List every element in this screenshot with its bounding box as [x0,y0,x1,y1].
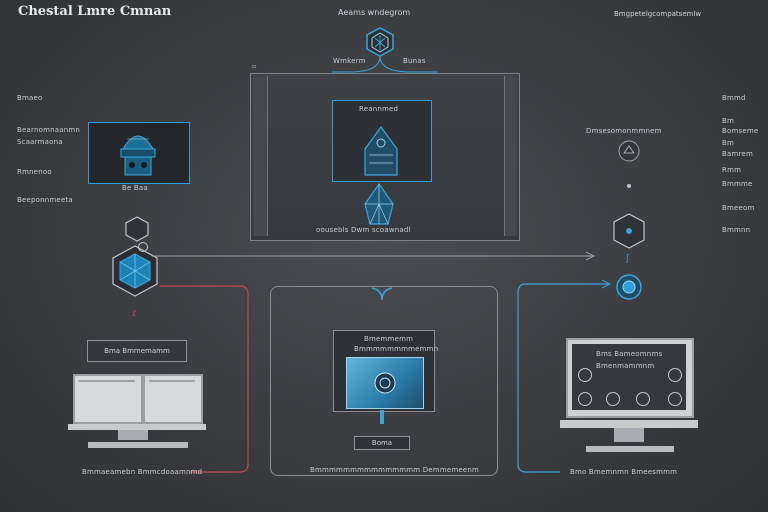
target-node-icon[interactable] [614,272,644,302]
hexagon-network-icon[interactable] [364,26,396,58]
center-card-subtitle: Bmmmmmmmmemmn [354,345,439,353]
right-heading: Bmmd [722,94,746,102]
monitor-toolbar [149,380,195,382]
left-heading: Bmaeo [17,94,43,102]
left-monitor-2 [143,374,203,424]
house-structure-icon [364,125,398,176]
left-desk [68,424,206,430]
screen-icon-4[interactable] [606,392,620,406]
center-panel [270,286,498,476]
left-line-4: Beeponnmeeta [17,196,73,204]
center-card[interactable]: Bmemmemm Bmmmmmmmmemmn [333,330,439,412]
left-line-2: Scaarmaona [17,138,63,146]
blue-marker-icon: ʃ [626,254,630,264]
right-monitor: Bms Bameomnms Bmenmammnm [566,338,694,418]
small-dot [627,184,631,188]
right-item-2: Bomseme [722,127,759,135]
left-card-label: Be Baa [122,184,148,192]
top-window [250,73,520,241]
right-item-8: Bmmnn [722,226,751,234]
center-card-image [346,357,424,409]
panel-notch-icon [371,287,393,301]
monitor-toolbar [79,380,135,382]
left-keyboard [88,442,188,448]
right-keyboard [586,446,674,452]
right-item-4: Bamrem [722,150,753,158]
right-item-7: Bmeeom [722,204,755,212]
top-window-caption: oousebls Dwm scoawnadl [316,226,411,234]
red-marker-icon: ɾ [132,308,138,319]
right-caption: Dmsesomonmmnem [586,127,662,135]
window-corner-left: ▫ [252,63,257,70]
left-monitor-base [118,430,148,440]
window-left-rail [253,76,268,236]
fingerprint-icon [374,372,396,394]
screen-icon-6[interactable] [668,392,682,406]
top-card[interactable]: Reannmed [332,100,432,182]
center-stem [380,410,384,424]
bottom-left-label-box[interactable]: Bma Bmmemamm [87,340,187,362]
bottom-connectors [160,280,612,473]
screen-icon-3[interactable] [578,392,592,406]
node-dot [138,242,148,252]
right-item-3: Bm [722,139,735,147]
header-center-label: Aeams wndegrom [338,8,411,17]
left-line-1: Bearnomnaanmn [17,126,80,134]
right-monitor-screen[interactable]: Bms Bameomnms Bmenmammnm [572,344,686,410]
dome-building-icon [120,135,156,176]
right-hexagon-icon[interactable] [612,212,646,250]
screen-icon-1[interactable] [578,368,592,382]
right-item-1: Bm [722,117,735,125]
circle-badge-icon[interactable] [616,138,642,164]
hexagon-outline-icon[interactable] [124,215,150,243]
tab-left[interactable]: Wmkerm [333,57,366,65]
page-title: Chestal Lmre Cmnan [18,4,172,19]
tab-right[interactable]: Bunas [403,57,426,65]
header-right-label: Bmgpetelgcompatsemlw [614,10,702,18]
screen-icon-2[interactable] [668,368,682,382]
right-monitor-base [614,428,644,442]
top-card-title: Reannmed [359,105,399,113]
center-caption: Bmmmmmmmmmmmmmmm Demmemeenm [310,466,480,474]
bottom-right-caption: Bmo Bmemnmn Bmeesmmm [570,468,678,476]
screen-line-1: Bms Bameomnms [596,350,663,358]
right-item-5: Rmm [722,166,742,174]
window-right-rail [504,76,517,236]
horizontal-connector [152,251,596,261]
hexagon-core-icon[interactable] [110,244,160,298]
center-card-title: Bmemmemm [364,335,414,343]
top-connector [332,56,438,73]
center-button[interactable]: Boma [354,436,410,450]
bottom-left-caption: Bmmaeamebn Bmmcdoaamnmd [82,468,203,476]
left-monitor-1 [73,374,143,424]
left-card[interactable] [88,122,190,184]
crystal-tower-icon [364,182,394,225]
left-line-3: Rmnenoo [17,168,52,176]
right-desk [560,420,698,428]
right-item-6: Bmmme [722,180,753,188]
screen-icon-5[interactable] [636,392,650,406]
screen-line-2: Bmenmammnm [596,362,655,370]
